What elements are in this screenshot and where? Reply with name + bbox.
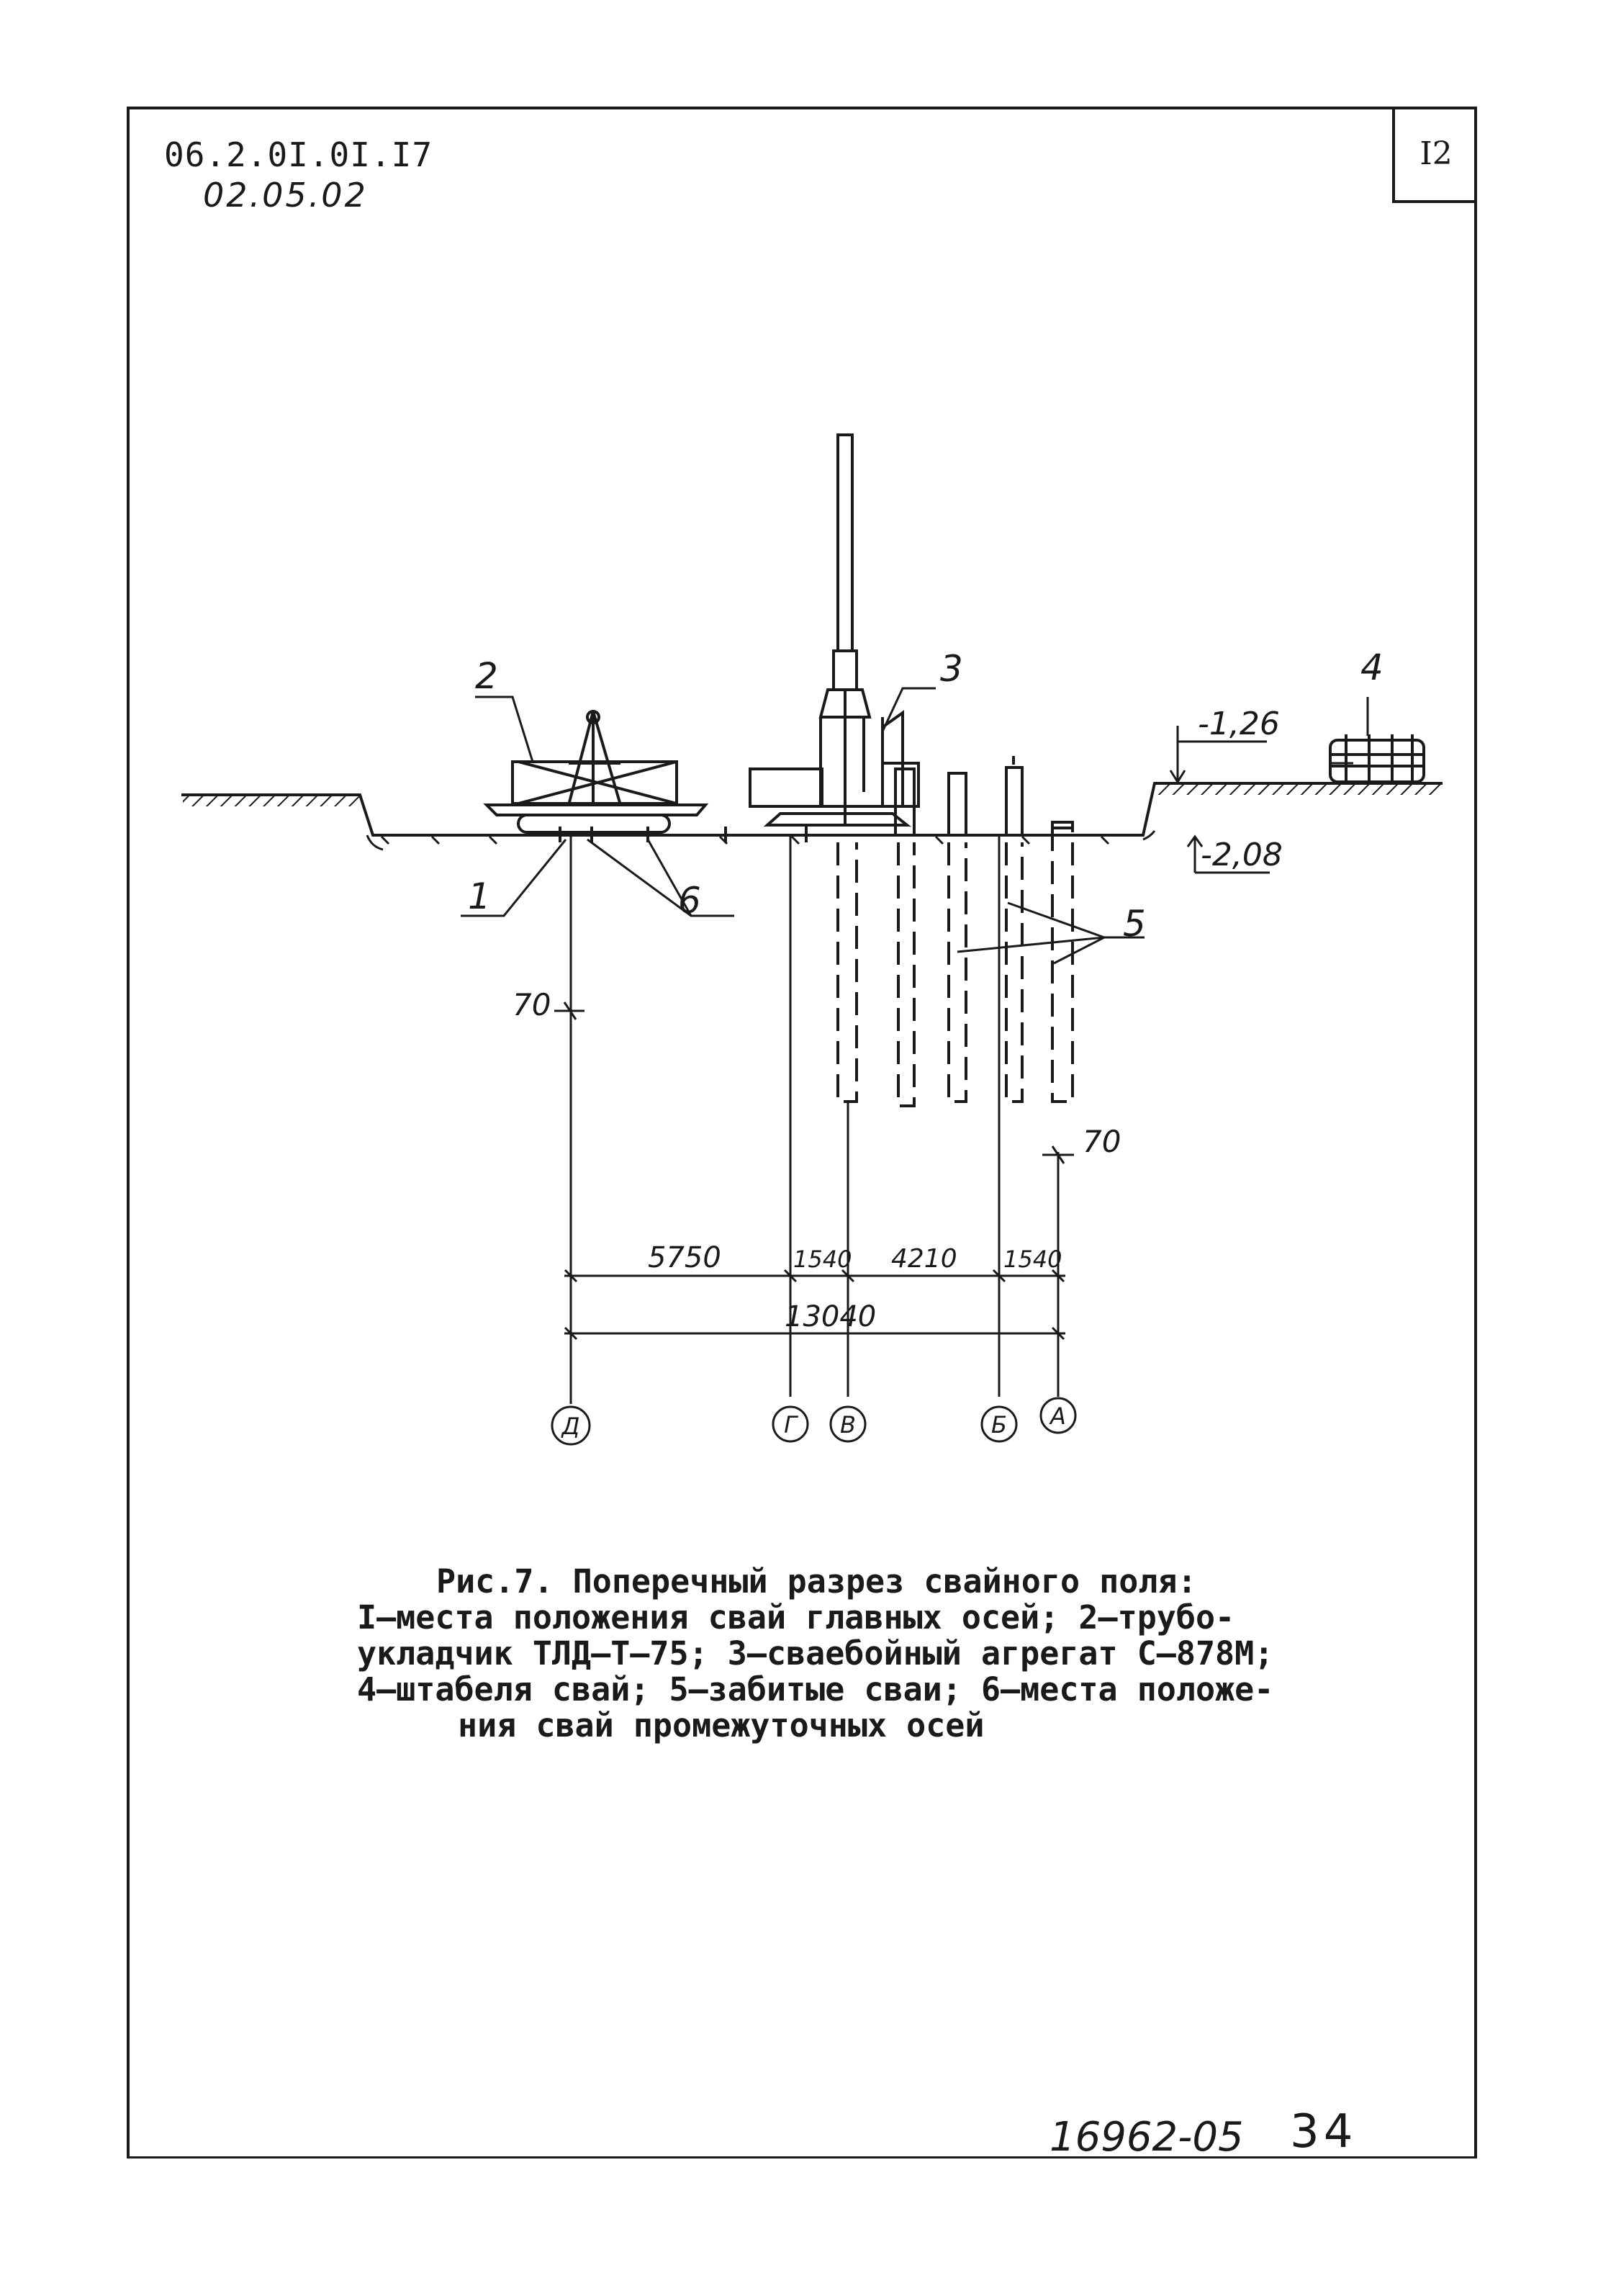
axis-g: Г: [784, 1411, 798, 1439]
offset-left-label: 70: [513, 987, 551, 1022]
caption-line: ния свай промежуточных осей: [458, 1706, 985, 1744]
callout-1: 1: [468, 875, 491, 917]
ground-profile: [181, 782, 1443, 851]
axis-d: Д: [561, 1413, 580, 1440]
span-b-a: 1540: [1003, 1246, 1062, 1273]
caption-line: укладчик ТЛД–Т–75; 3–сваебойный агрегат …: [357, 1634, 1274, 1673]
axis-a: А: [1049, 1403, 1066, 1430]
caption-line: I–места положения свай главных осей; 2–т…: [357, 1598, 1235, 1637]
span-g-v: 1540: [793, 1246, 852, 1273]
caption-line: 4–штабеля свай; 5–забитые сваи; 6–места …: [357, 1670, 1274, 1709]
dimension-lines: [564, 1269, 1065, 1341]
offset-right-label: 70: [1083, 1124, 1121, 1159]
span-v-b: 4210: [891, 1244, 957, 1274]
footer-sheet-number: 34: [1290, 2105, 1358, 2158]
page-number-box: I2: [1392, 107, 1477, 203]
axis-marker-labels: Д Г В Б А: [561, 1403, 1066, 1440]
drawing-frame: [127, 107, 1477, 2158]
span-total: 13040: [785, 1300, 876, 1333]
axis-v: В: [840, 1411, 856, 1439]
caption-title: Рис.7. Поперечный разрез свайного поля:: [436, 1562, 1197, 1601]
span-d-g: 5750: [648, 1241, 721, 1274]
callout-6: 6: [678, 880, 701, 922]
callout-leaders: [461, 687, 1369, 965]
axis-b: Б: [991, 1411, 1007, 1439]
footer-code: 16962-05: [1050, 2114, 1244, 2161]
offset-dimensions: [554, 1001, 1074, 1164]
document-code: 06.2.0I.0I.I7: [164, 135, 433, 174]
figure-caption: Рис.7. Поперечный разрез свайного поля: …: [357, 1564, 1336, 1744]
callout-labels: 1 2 3 4 5 6: [468, 647, 1383, 945]
callout-3: 3: [940, 648, 963, 690]
elevation-top: -1,26: [1198, 706, 1280, 742]
callout-5: 5: [1123, 903, 1146, 945]
pile-driver-s-878m: [749, 433, 920, 827]
elevation-bottom: -2,08: [1201, 837, 1283, 873]
document-date: 02.05.02: [203, 176, 368, 215]
pile-stacks: [1329, 734, 1425, 783]
driven-piles: [836, 756, 1074, 1107]
callout-2: 2: [475, 655, 498, 697]
callout-4: 4: [1360, 647, 1383, 688]
dimension-labels: 5750 1540 4210 1540 13040: [648, 1241, 1062, 1333]
page-number: I2: [1419, 135, 1453, 172]
pipelayer-tld-t-75: [483, 710, 709, 834]
elevation-marks: [1169, 726, 1270, 874]
axis-markers: [551, 1397, 1077, 1446]
